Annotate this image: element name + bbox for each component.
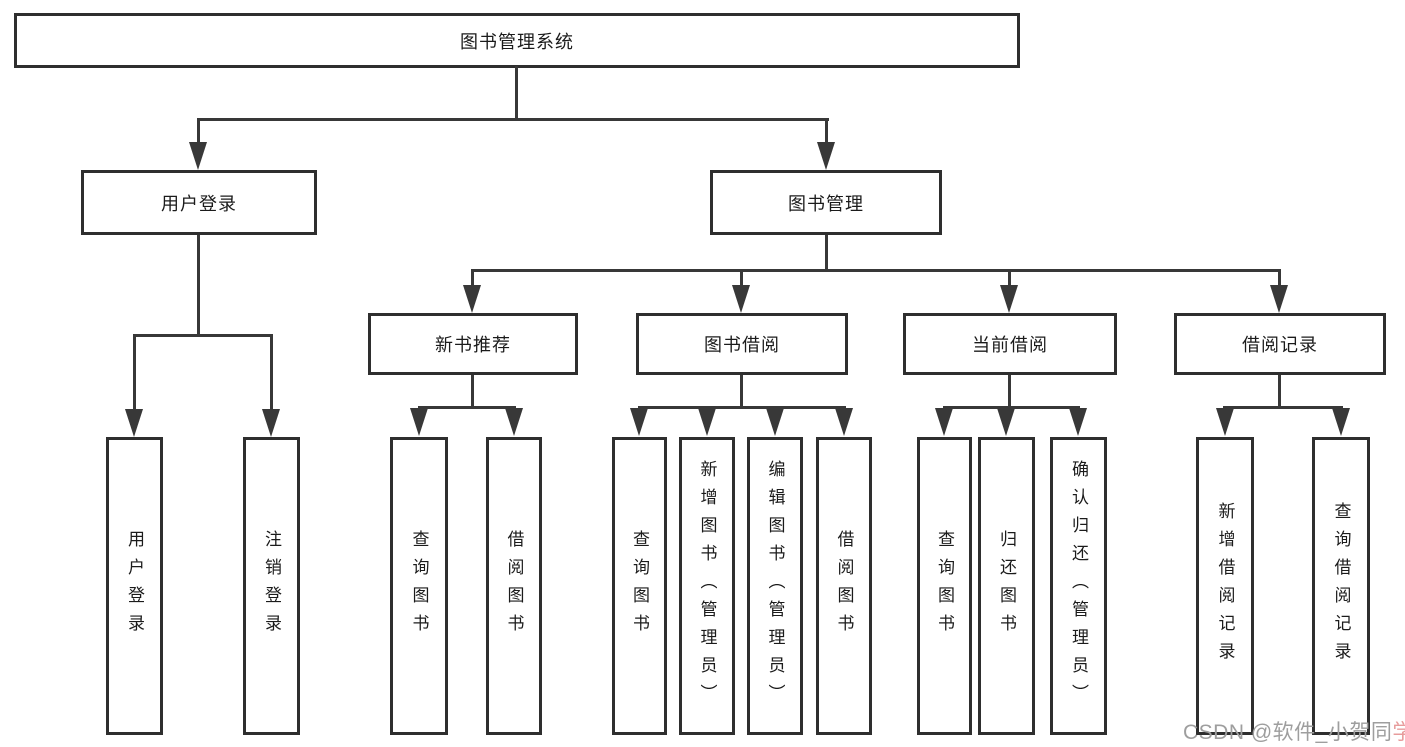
connector-line [943,406,1080,409]
arrowhead [935,408,953,436]
leaf-confirm-return-admin: 确认归还（管理员） [1050,437,1107,735]
node-label: 查询图书 [409,530,429,642]
node-current-borrowing: 当前借阅 [903,313,1117,375]
leaf-return-books: 归还图书 [978,437,1035,735]
node-label: 图书管理 [788,193,864,214]
leaf-logout: 注销登录 [243,437,300,735]
node-label: 借阅图书 [504,530,524,642]
connector-line [1008,375,1011,409]
connector-line [515,66,518,121]
node-label: 图书管理系统 [460,31,574,52]
node-label: 新书推荐 [435,335,511,355]
arrowhead [1270,285,1288,313]
node-label: 确认归还（管理员） [1069,460,1088,712]
node-label: 用户登录 [125,530,144,642]
arrowhead [262,409,280,437]
connector-line [133,334,273,337]
connector-line [270,334,273,412]
node-label: 查询图书 [630,530,649,642]
arrowhead [1332,408,1350,436]
connector-line [1278,375,1281,409]
arrowhead [766,408,784,436]
arrowhead [698,408,716,436]
connector-line [638,406,846,409]
arrowhead [1000,285,1018,313]
connector-line [197,235,200,336]
connector-line [471,269,1281,272]
node-label: 借阅记录 [1242,335,1318,355]
connector-line [740,375,743,409]
arrowhead [997,408,1015,436]
node-label: 归还图书 [997,530,1016,642]
connector-line [197,118,200,144]
csdn-watermark: CSDN @软件_小贺同学 [1183,716,1405,746]
connector-line [825,118,828,144]
connector-line [1223,406,1343,409]
node-label: 新增借阅记录 [1215,502,1235,670]
arrowhead [125,409,143,437]
node-borrowing-records: 借阅记录 [1174,313,1386,375]
arrowhead [732,285,750,313]
node-label: 图书借阅 [704,335,780,355]
node-label: 用户登录 [161,193,237,214]
connector-line [418,406,516,409]
watermark-text-accent: 学 [1392,721,1405,744]
connector-line [197,118,829,121]
arrowhead [1069,408,1087,436]
node-book-borrowing: 图书借阅 [636,313,848,375]
arrowhead [410,408,428,436]
node-user-login: 用户登录 [81,170,317,235]
connector-line [133,334,136,412]
node-label: 新增图书（管理员） [697,460,717,712]
connector-line [825,235,828,272]
arrowhead [817,142,835,170]
leaf-query-books-borrow: 查询图书 [612,437,667,735]
node-new-book-recommendation: 新书推荐 [368,313,578,375]
arrowhead [1216,408,1234,436]
leaf-borrow-books: 借阅图书 [816,437,872,735]
node-book-management: 图书管理 [710,170,942,235]
leaf-query-books-current: 查询图书 [917,437,972,735]
leaf-add-books-admin: 新增图书（管理员） [679,437,735,735]
node-label: 借阅图书 [834,530,854,642]
leaf-add-borrow-record: 新增借阅记录 [1196,437,1254,735]
arrowhead [505,408,523,436]
leaf-user-login: 用户登录 [106,437,163,735]
connector-line [740,269,743,289]
connector-line [471,375,474,409]
leaf-query-books-recommend: 查询图书 [390,437,448,735]
leaf-query-borrow-record: 查询借阅记录 [1312,437,1370,735]
leaf-edit-books-admin: 编辑图书（管理员） [747,437,803,735]
connector-line [471,269,474,289]
node-label: 编辑图书（管理员） [765,460,785,712]
node-label: 查询借阅记录 [1331,502,1351,670]
leaf-borrow-books-recommend: 借阅图书 [486,437,542,735]
arrowhead [189,142,207,170]
node-label: 注销登录 [262,530,281,642]
connector-line [1008,269,1011,289]
connector-line [1278,269,1281,289]
node-library-management-system: 图书管理系统 [14,13,1020,68]
node-label: 查询图书 [935,530,954,642]
arrowhead [630,408,648,436]
arrowhead [835,408,853,436]
arrowhead [463,285,481,313]
watermark-text: CSDN @软件_小贺同 [1183,721,1393,744]
node-label: 当前借阅 [972,335,1048,355]
